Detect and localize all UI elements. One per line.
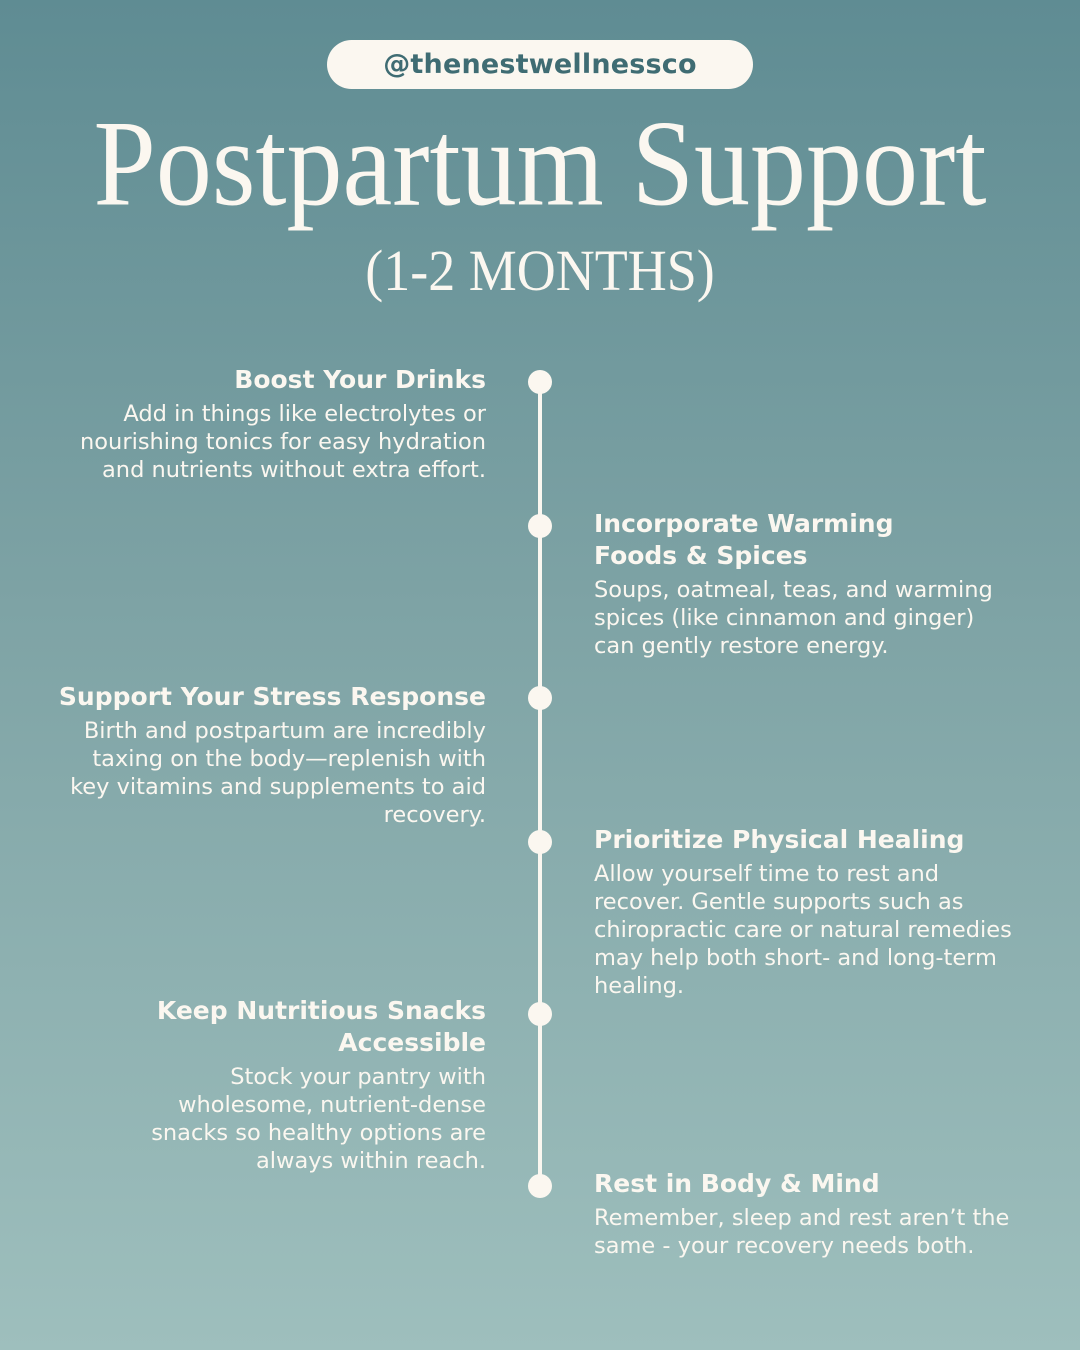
timeline-dot <box>528 370 552 394</box>
timeline-dot <box>528 686 552 710</box>
timeline-line <box>538 382 542 1186</box>
social-handle: @thenestwellnessco <box>383 49 697 80</box>
timeline-item: Rest in Body & Mind Remember, sleep and … <box>594 1168 1024 1260</box>
item-title: Rest in Body & Mind <box>594 1169 880 1198</box>
timeline-dot <box>528 514 552 538</box>
item-body: Add in things like electrolytes or nouri… <box>80 401 486 483</box>
timeline-item: Keep Nutritious Snacks Accessible Stock … <box>86 995 486 1175</box>
item-title: Keep Nutritious Snacks Accessible <box>156 996 486 1057</box>
item-body: Remember, sleep and rest aren’t the same… <box>594 1205 1010 1259</box>
timeline-dot <box>528 1002 552 1026</box>
item-title: Incorporate Warming Foods & Spices <box>594 509 894 570</box>
item-title: Boost Your Drinks <box>234 365 486 394</box>
timeline-item: Boost Your Drinks Add in things like ele… <box>46 364 486 484</box>
handle-badge: @thenestwellnessco <box>327 40 753 89</box>
timeline-dot <box>528 830 552 854</box>
item-body: Stock your pantry with wholesome, nutrie… <box>151 1064 486 1174</box>
timeline-item: Prioritize Physical Healing Allow yourse… <box>594 824 1014 1000</box>
page-title: Postpartum Support <box>93 95 987 233</box>
item-title: Prioritize Physical Healing <box>594 825 965 854</box>
page-subtitle: (1-2 MONTHS) <box>365 238 715 303</box>
item-title: Support Your Stress Response <box>58 682 486 711</box>
item-body: Soups, oatmeal, teas, and warming spices… <box>594 577 993 659</box>
item-body: Allow yourself time to rest and recover.… <box>594 861 1012 999</box>
timeline-item: Support Your Stress Response Birth and p… <box>46 681 486 829</box>
timeline-item: Incorporate Warming Foods & Spices Soups… <box>594 508 994 660</box>
timeline-dot <box>528 1174 552 1198</box>
item-body: Birth and postpartum are incredibly taxi… <box>70 718 486 828</box>
